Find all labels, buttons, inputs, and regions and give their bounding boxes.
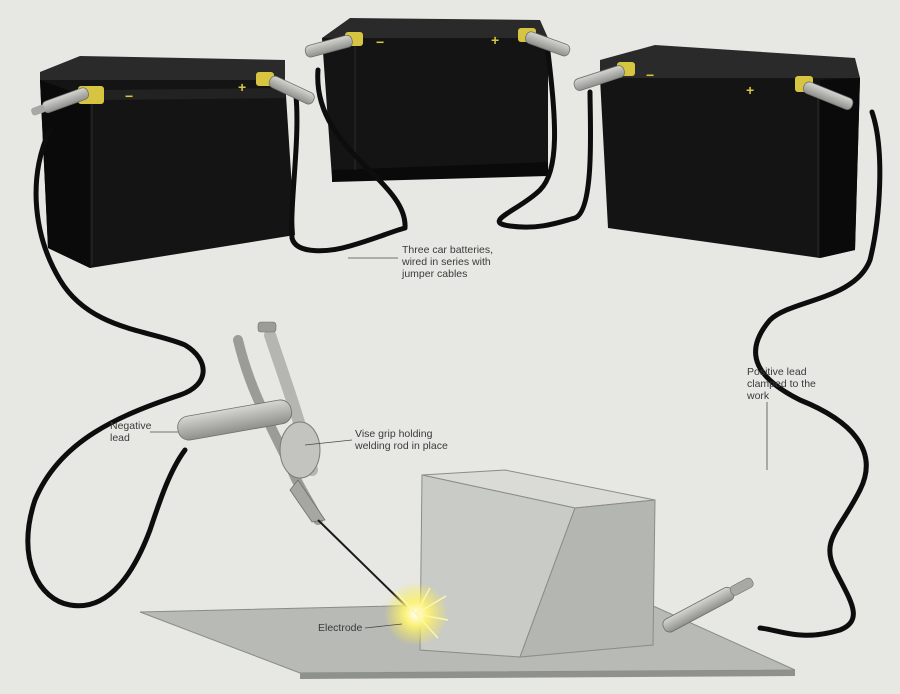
battery-left: − +	[40, 56, 295, 268]
jumper-cable-1	[289, 67, 408, 254]
callout-leaders	[150, 257, 768, 629]
negative-clamp	[177, 399, 292, 441]
positive-work-clamp	[662, 577, 754, 633]
vise-grip	[233, 321, 326, 525]
work-plate-edge	[300, 670, 795, 679]
negative-sign: −	[376, 34, 384, 50]
battery-right: − +	[600, 45, 860, 258]
electrode-label: Electrode	[318, 622, 363, 634]
positive-sign: +	[491, 32, 499, 48]
negative-sign: −	[125, 88, 133, 104]
battery-middle: − +	[322, 18, 548, 182]
metal-block	[419, 469, 656, 658]
positive-sign: +	[746, 82, 754, 98]
jumper-cable-2	[496, 49, 594, 230]
negative-lead-cable	[25, 127, 206, 609]
batteries-label: Three car batteries, wired in series wit…	[402, 244, 494, 280]
positive-lead-label: Positive lead clamped to the work	[747, 366, 816, 402]
vise-grip-label: Vise grip holding welding rod in place	[355, 428, 448, 452]
battery-clamps	[31, 31, 854, 116]
spark	[384, 582, 449, 646]
positive-sign: +	[238, 79, 246, 95]
positive-lead-cable	[753, 109, 883, 638]
negative-sign: −	[646, 67, 654, 83]
negative-lead-label: Negative lead	[110, 420, 152, 444]
